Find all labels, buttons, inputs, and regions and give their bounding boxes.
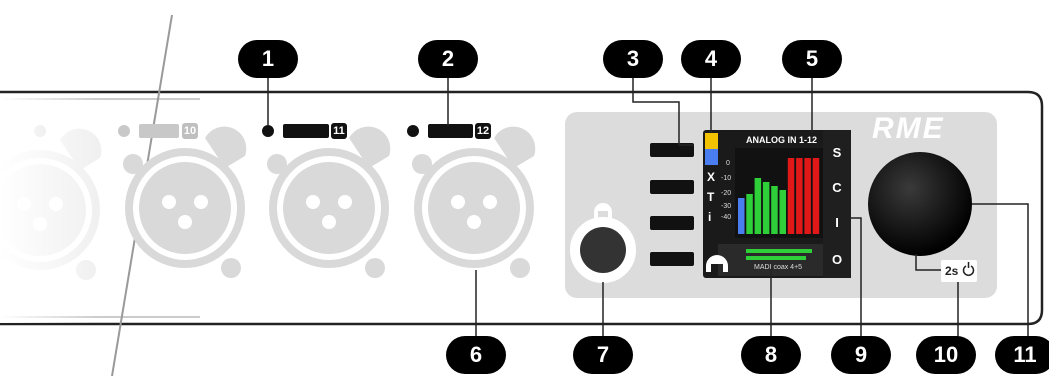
encoder-knob <box>868 152 972 256</box>
scale-20: -20 <box>721 190 732 197</box>
status-icon-i: i <box>708 210 712 224</box>
display-side-column <box>823 130 851 278</box>
scale-0: 0 <box>726 160 730 167</box>
scale-30: -30 <box>721 203 732 210</box>
xlr-face <box>428 162 520 254</box>
fade-overlay <box>0 95 180 323</box>
led-dot <box>407 125 419 137</box>
display-button-c[interactable]: C <box>832 180 842 195</box>
xlr-pin <box>451 195 465 209</box>
xlr-pin <box>338 195 352 209</box>
mini-meter-1 <box>746 249 812 253</box>
scale-10: -10 <box>721 175 732 182</box>
scale-40: -40 <box>721 214 732 221</box>
callout-3: 3 <box>603 40 663 78</box>
meter-bar <box>804 158 811 234</box>
xlr-pin <box>194 195 208 209</box>
star-icon <box>412 154 432 174</box>
callout-2: 2 <box>418 40 478 78</box>
star-icon <box>267 154 287 174</box>
callout-1: 1 <box>238 40 298 78</box>
star-icon <box>510 258 530 278</box>
xlr-latch <box>494 126 536 168</box>
meter-bar <box>762 182 770 234</box>
power-icon <box>962 262 975 277</box>
meter-bar <box>796 158 803 234</box>
meter-bar <box>787 158 795 234</box>
headphones-icon <box>594 203 612 218</box>
brand-logo: RME <box>872 112 945 145</box>
headphones-icon <box>706 255 728 272</box>
function-button-4 <box>650 252 694 266</box>
xlr-face <box>283 162 375 254</box>
callout-9: 9 <box>831 336 891 374</box>
xlr-pin <box>483 195 497 209</box>
xlr-pin <box>467 215 481 229</box>
meter-bar <box>812 158 820 234</box>
status-icon-x: X <box>707 170 716 184</box>
callout-7: 7 <box>573 336 633 374</box>
function-button-1 <box>650 143 694 157</box>
chassis-outline <box>0 90 1044 326</box>
level-meters <box>738 158 820 234</box>
mini-meter-2 <box>746 256 806 260</box>
meter-bar <box>746 194 753 234</box>
display-button-i[interactable]: I <box>835 215 839 230</box>
meter-bar <box>738 198 745 234</box>
display-button-o[interactable]: O <box>831 252 843 267</box>
function-button-3 <box>650 216 694 230</box>
channel-number-12: 12 <box>475 123 491 139</box>
meter-bar <box>779 190 786 234</box>
status-icon-t: T <box>707 190 715 204</box>
headphone-jack-inner <box>580 227 626 273</box>
display-button-s[interactable]: S <box>832 145 842 160</box>
xlr-latch <box>205 126 247 168</box>
madi-source-label: MADI coax 4+5 <box>754 264 803 271</box>
function-button-2 <box>650 180 694 194</box>
meter-bar <box>771 186 778 234</box>
star-icon <box>365 258 385 278</box>
callout-6: 6 <box>446 336 506 374</box>
callout-8: 8 <box>741 336 801 374</box>
led-dot <box>262 125 274 137</box>
callout-5: 5 <box>782 40 842 78</box>
xlr-pin <box>322 215 336 229</box>
star-icon <box>221 258 241 278</box>
xlr-pin <box>178 215 192 229</box>
power-hold-label: 2s <box>945 264 959 278</box>
callout-4: 4 <box>681 40 741 78</box>
led-bar <box>428 124 473 138</box>
led-bar <box>283 124 329 138</box>
callout-10: 10 <box>916 336 976 374</box>
leader-lines <box>267 74 1029 342</box>
display-accent-yellow <box>705 133 718 149</box>
channel-number-10: 10 <box>182 123 198 139</box>
display-title: ANALOG IN 1-12 <box>746 135 818 145</box>
xlr-pin <box>306 195 320 209</box>
channel-number-11: 11 <box>331 123 347 139</box>
display-accent-blue <box>705 149 718 165</box>
callout-11: 11 <box>995 336 1049 374</box>
meter-bar <box>754 178 762 234</box>
xlr-latch <box>349 126 391 168</box>
